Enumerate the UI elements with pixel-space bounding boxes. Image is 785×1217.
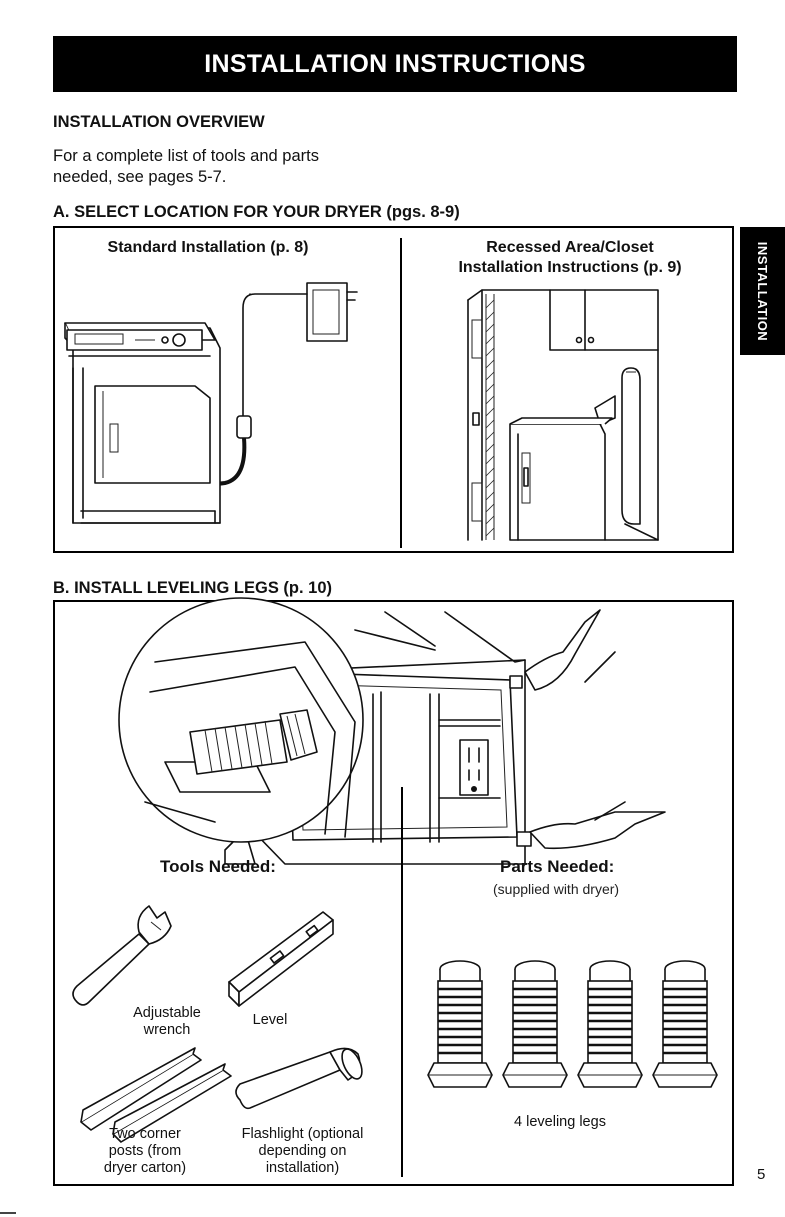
- page-number: 5: [757, 1166, 766, 1183]
- posts-caption-line1: Two corner: [109, 1126, 181, 1142]
- upturned-dryer-illustration: [118, 597, 666, 865]
- parts-subtitle: (supplied with dryer): [493, 881, 620, 897]
- header-banner: INSTALLATION INSTRUCTIONS: [53, 36, 737, 92]
- flashlight-caption-line1: Flashlight (optional: [241, 1126, 364, 1142]
- overview-heading: INSTALLATION OVERVIEW: [53, 113, 265, 131]
- standard-dryer-illustration: [64, 282, 358, 524]
- section-b-heading: B. INSTALL LEVELING LEGS (p. 10): [53, 579, 332, 597]
- parts-needed-heading: Parts Needed:: [500, 857, 615, 876]
- wrench-caption-line1: Adjustable: [133, 1005, 201, 1021]
- installation-side-tab: INSTALLATION: [740, 227, 785, 355]
- legs-caption: 4 leveling legs: [514, 1114, 606, 1130]
- wrench-caption-line2: wrench: [143, 1022, 191, 1038]
- recessed-closet-illustration: [467, 289, 659, 541]
- corner-mark: [0, 1212, 16, 1214]
- overview-text: For a complete list of tools and parts n…: [53, 147, 319, 186]
- posts-caption-line2: posts (from: [108, 1143, 182, 1159]
- tools-parts-divider: [401, 787, 403, 1177]
- flashlight-caption-line3: installation): [265, 1160, 340, 1176]
- location-panel: Standard Installation (p. 8) Recessed Ar…: [53, 226, 734, 553]
- posts-caption-line3: dryer carton): [103, 1160, 187, 1176]
- section-a-heading: A. SELECT LOCATION FOR YOUR DRYER (pgs. …: [53, 203, 460, 221]
- recessed-title-line1: Recessed Area/Closet: [486, 239, 654, 256]
- leveling-legs-panel: Tools Needed: Parts Needed: (supplied wi…: [53, 597, 734, 1186]
- wrench-icon: [72, 905, 172, 1006]
- level-caption: Level: [252, 1012, 288, 1028]
- page-title: INSTALLATION INSTRUCTIONS: [204, 49, 586, 78]
- tools-needed-heading: Tools Needed:: [160, 857, 276, 876]
- standard-installation-title: Standard Installation (p. 8): [107, 239, 309, 256]
- flashlight-caption-line2: depending on: [258, 1143, 347, 1159]
- panel-divider: [400, 238, 402, 548]
- leveling-legs-icon: [426, 959, 719, 1089]
- corner-posts-icon: [80, 1047, 232, 1143]
- level-icon: [228, 911, 334, 1007]
- side-tab-label: INSTALLATION: [755, 241, 770, 341]
- recessed-title-line2: Installation Instructions (p. 9): [458, 259, 682, 276]
- flashlight-icon: [235, 1047, 363, 1110]
